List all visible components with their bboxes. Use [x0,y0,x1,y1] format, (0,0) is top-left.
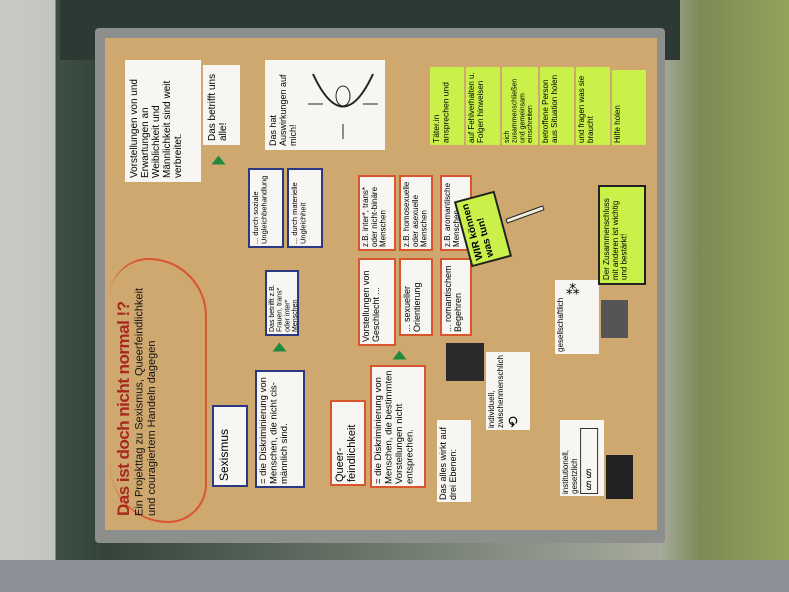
sexismus-note: Das betrifft z.B. Frauen, trans* oder in… [265,270,299,336]
vorstellung-example: z.B. inter*, trans* oder nicht-binäre Me… [358,175,396,251]
tip-sticky: und fragen was sie braucht [576,67,610,145]
auswirkungen-card: Das hat Auswirkungen auf mich! [265,60,385,150]
vorstellung-label: Vorstellungen von Geschlecht ... [358,258,396,346]
title-cloud [110,258,207,523]
sexismus-definition: = die Diskriminierung von Menschen, die … [255,370,305,488]
poster-title: Das ist doch nicht normal !? [114,301,133,516]
vorstellung-example: z.B. homosexuelle oder asexuelle Mensche… [399,175,433,251]
floor [0,560,789,592]
zusammenschluss-card: Der Zusammenschluss mit anderen ist wich… [598,185,646,285]
institutionell-card: institutionell, gesetzlich§§ [560,420,604,496]
photo [446,343,484,381]
tip-sticky: sich zusammenschließen und gemeinsam ein… [502,67,538,145]
sexismus-card: Sexismus [212,405,248,487]
ebenen-card: Das alles wirkt auf drei Ebenen: [437,420,471,502]
queerfeindlichkeit-definition: = die Diskriminierung von Menschen, die … [370,365,426,488]
expectations-card: Vorstellungen von und Erwartungen an Wei… [125,60,201,182]
queerfeindlichkeit-card: Queer-feindlichkeit [330,400,366,486]
materielle-ungleichheit-card: ... durch materielle Ungleichheit [287,168,323,248]
logo [606,455,633,499]
photo [601,300,628,338]
law-icon: §§ [579,428,598,494]
gesellschaftlich-card: gesellschaftlich⁂ [555,280,599,354]
arrow-icon [392,350,407,360]
individuell-card: individuell, zwischenmenschlich⟲ [486,352,530,430]
poster-subtitle-2: und couragiertem Handeln dagegen [146,340,159,516]
vorstellung-label: ... romantischem Begehren [440,258,472,336]
arrow-icon [272,342,287,352]
betrifft-alle-card: Das betrifft uns alle! [203,65,240,145]
poster-subtitle-1: Ein Projekttag zu Sexismus, Queerfeindli… [133,287,146,516]
vorstellung-label: ... sexueller Orientierung [399,258,433,336]
title-block: Das ist doch nicht normal !? Ein Projekt… [114,264,159,516]
tip-sticky: betroffene Person aus Situation holen [540,67,574,145]
soziale-ungleichbehandlung-card: ... durch soziale Ungleichbehandlung [248,168,284,248]
tip-sticky: Hilfe holen [612,70,646,145]
diagram-sketch [307,73,378,139]
network-icon: ⁂ [565,281,580,297]
tip-sticky: Täter.in ansprechen und [430,67,464,145]
arrow-icon [211,155,226,165]
tip-sticky: auf Fehlverhalten u. Folgen hinweisen [466,67,500,145]
interaction-icon: ⟲ [504,416,521,428]
